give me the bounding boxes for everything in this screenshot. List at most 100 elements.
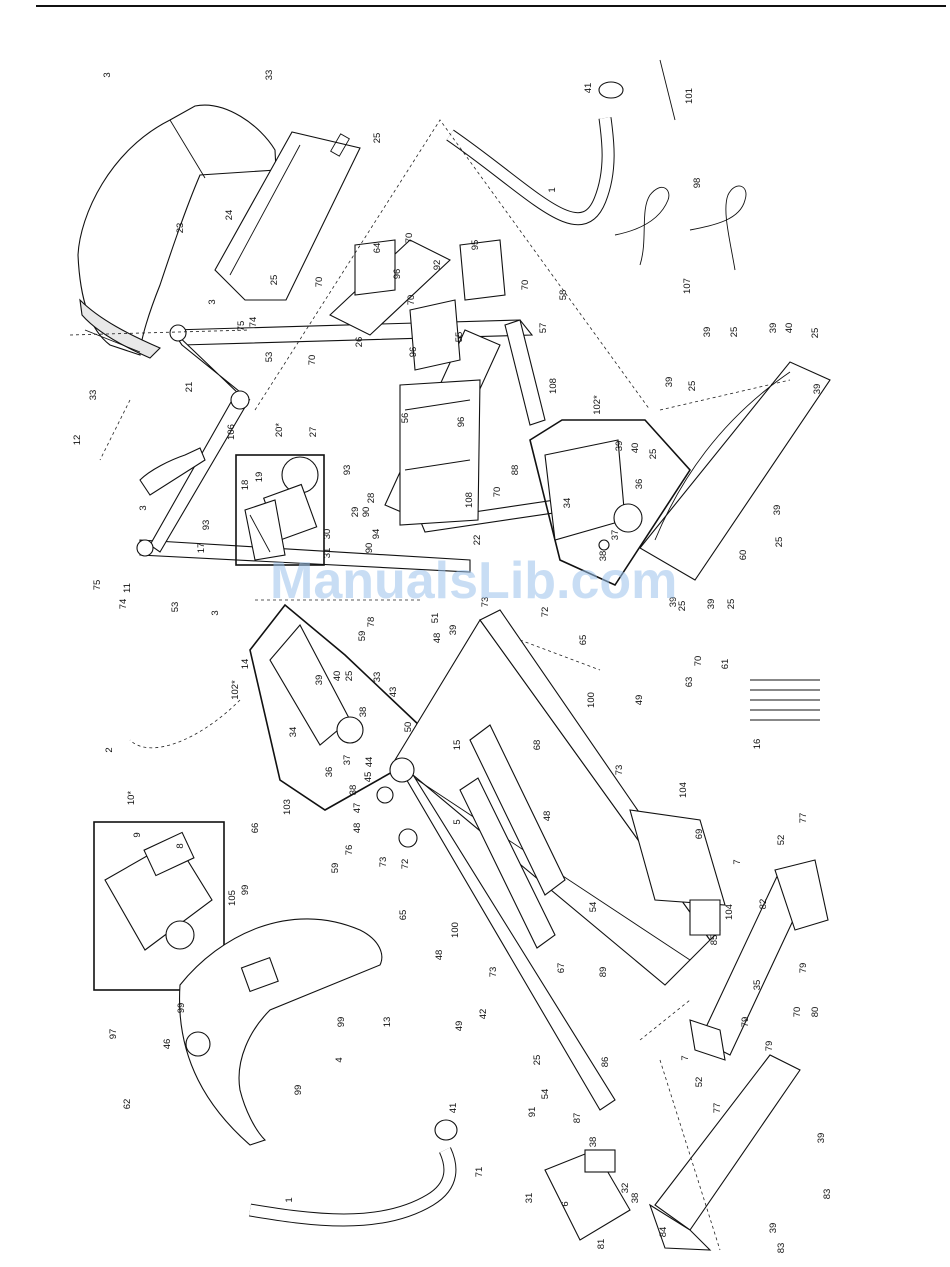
callout-c22: 22 xyxy=(472,535,483,546)
callout-c83a: 83 xyxy=(822,1189,833,1200)
callout-c67: 67 xyxy=(556,963,567,974)
callout-c49a: 49 xyxy=(634,695,645,706)
callout-c12: 12 xyxy=(72,435,83,446)
callout-c77b: 77 xyxy=(712,1103,723,1114)
callout-c40a: 40 xyxy=(630,443,641,454)
callout-c52b: 52 xyxy=(694,1077,705,1088)
callout-c25g: 25 xyxy=(677,601,688,612)
callout-c3c: 3 xyxy=(138,505,149,510)
callout-c102a: 102* xyxy=(592,395,603,415)
console-inset xyxy=(93,821,225,991)
callout-c90b: 90 xyxy=(364,543,375,554)
callout-c65b: 65 xyxy=(398,910,409,921)
callout-c74b: 74 xyxy=(118,599,129,610)
callout-c48d: 48 xyxy=(434,950,445,961)
callout-c3a: 3 xyxy=(102,72,113,77)
elevation-motor-inset xyxy=(235,454,325,566)
callout-c99a: 99 xyxy=(240,885,251,896)
callout-c16: 16 xyxy=(752,739,763,750)
callout-c96a: 96 xyxy=(392,269,403,280)
hood-bracket xyxy=(214,131,361,301)
callout-c25i: 25 xyxy=(726,599,737,610)
callout-c86: 86 xyxy=(600,1057,611,1068)
callout-c76: 76 xyxy=(344,845,355,856)
callout-c65a: 65 xyxy=(578,635,589,646)
callout-c41a: 41 xyxy=(583,83,594,94)
callout-c54a: 54 xyxy=(588,902,599,913)
callout-c4: 4 xyxy=(334,1057,345,1062)
callout-c9: 9 xyxy=(132,832,143,837)
callout-c99b: 99 xyxy=(336,1017,347,1028)
callout-c51: 51 xyxy=(430,613,441,624)
callout-c92: 92 xyxy=(432,260,443,271)
assembly-guides xyxy=(69,119,791,1251)
callout-c72b: 72 xyxy=(400,859,411,870)
callout-c44: 44 xyxy=(364,757,375,768)
callout-c99d: 99 xyxy=(293,1085,304,1096)
callout-c42: 42 xyxy=(478,1009,489,1020)
callout-c64: 64 xyxy=(372,243,383,254)
callout-c48b: 48 xyxy=(352,823,363,834)
callout-c41b: 41 xyxy=(448,1103,459,1114)
callout-c70b: 70 xyxy=(314,277,325,288)
callout-c34b: 34 xyxy=(288,727,299,738)
callout-c33a: 33 xyxy=(264,70,275,81)
callout-c77a: 77 xyxy=(798,813,809,824)
callout-c52a: 52 xyxy=(776,835,787,846)
callout-c8: 8 xyxy=(175,843,186,848)
power-cords xyxy=(614,59,747,271)
callout-c19: 19 xyxy=(254,472,265,483)
callout-c25k: 25 xyxy=(532,1055,543,1066)
callout-c104b: 104 xyxy=(724,904,735,920)
callout-c25d: 25 xyxy=(729,327,740,338)
callout-c7a: 7 xyxy=(732,859,743,864)
callout-c47: 47 xyxy=(352,803,363,814)
callout-c25c: 25 xyxy=(648,449,659,460)
callout-c38c: 38 xyxy=(348,785,359,796)
callout-c39f: 39 xyxy=(668,597,679,608)
callout-c85: 85 xyxy=(709,935,720,946)
callout-c93b: 93 xyxy=(201,520,212,531)
roller-inset-upper xyxy=(529,419,692,587)
callout-c93a: 93 xyxy=(342,465,353,476)
callout-c69: 69 xyxy=(694,829,705,840)
callout-c56: 56 xyxy=(400,413,411,424)
callout-c31a: 31 xyxy=(322,548,333,559)
callout-c39g: 39 xyxy=(772,505,783,516)
callout-c33c: 33 xyxy=(372,672,383,683)
callout-c3b: 3 xyxy=(207,299,218,304)
callout-c73b: 73 xyxy=(614,765,625,776)
callout-c78: 78 xyxy=(366,617,377,628)
callout-c5: 5 xyxy=(452,819,463,824)
callout-c99c: 99 xyxy=(176,1003,187,1014)
callout-c70f: 70 xyxy=(492,487,503,498)
callout-c39e: 39 xyxy=(812,384,823,395)
callout-c36a: 36 xyxy=(634,479,645,490)
callout-c17: 17 xyxy=(196,543,207,554)
callout-c70e: 70 xyxy=(520,280,531,291)
callout-c15: 15 xyxy=(452,740,463,751)
lower-handrail xyxy=(248,1119,458,1227)
callout-c100a: 100 xyxy=(586,692,597,708)
callout-c75b: 75 xyxy=(92,580,103,591)
callout-c29: 29 xyxy=(350,507,361,518)
callout-c39c: 39 xyxy=(768,323,779,334)
callout-c45: 45 xyxy=(363,772,374,783)
callout-c88: 88 xyxy=(510,465,521,476)
callout-c97: 97 xyxy=(108,1029,119,1040)
deck-slat-panel-15 xyxy=(469,724,566,896)
callout-c38d: 38 xyxy=(588,1137,599,1148)
callout-c39j: 39 xyxy=(314,675,325,686)
callout-c94: 94 xyxy=(371,529,382,540)
callout-c57: 57 xyxy=(538,323,549,334)
callout-c39d: 39 xyxy=(664,377,675,388)
callout-c3d: 3 xyxy=(210,610,221,615)
callout-c70g: 70 xyxy=(693,656,704,667)
callout-c38b: 38 xyxy=(358,707,369,718)
callout-c13: 13 xyxy=(382,1017,393,1028)
callout-c61: 61 xyxy=(720,659,731,670)
callout-c25h: 25 xyxy=(774,537,785,548)
callout-c25j: 25 xyxy=(344,671,355,682)
console-electronics xyxy=(104,831,213,951)
